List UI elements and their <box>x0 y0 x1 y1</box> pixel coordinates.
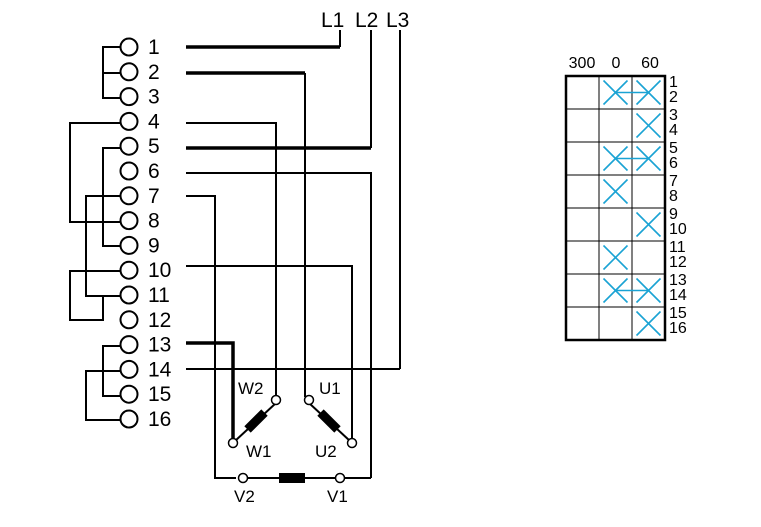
switch-row-label: 6 <box>669 155 678 172</box>
terminal-1-circle <box>119 37 139 57</box>
terminal-6-label: 6 <box>148 160 160 183</box>
winding-label-w2: W2 <box>238 379 264 398</box>
terminal-5-circle <box>119 136 139 156</box>
switch-row-label: 16 <box>669 320 687 337</box>
switch-table-cell <box>631 240 666 275</box>
switch-row-label: 1 <box>669 74 678 91</box>
terminal-14-label: 14 <box>148 358 172 381</box>
switch-row-label: 12 <box>669 254 687 271</box>
terminal-14-circle <box>119 359 139 379</box>
supply-wires <box>339 30 401 369</box>
winding-terminal-v1 <box>334 472 346 484</box>
switch-row-label: 9 <box>669 206 678 223</box>
terminal-3-label: 3 <box>148 86 160 109</box>
switch-row-label: 15 <box>669 305 687 322</box>
winding-label-u2: U2 <box>315 442 337 461</box>
terminal-12-circle <box>119 310 139 330</box>
terminal-2-circle <box>119 62 139 82</box>
switch-row-label: 3 <box>669 107 678 124</box>
terminal-16-circle <box>119 409 139 429</box>
winding-terminal-u2 <box>346 437 358 449</box>
switch-row-label: 7 <box>669 173 678 190</box>
switch-position-label: 0 <box>612 55 621 72</box>
switch-table-cell <box>598 108 633 143</box>
switch-row-label: 14 <box>669 287 687 304</box>
switch-row-label: 2 <box>669 89 678 106</box>
contact-closed-mark <box>635 112 662 139</box>
main-wiring <box>186 45 400 479</box>
terminal-3-circle <box>119 87 139 107</box>
switch-table-cell <box>598 207 633 242</box>
terminal-4-label: 4 <box>148 110 160 133</box>
terminal-2-label: 2 <box>148 61 160 84</box>
contact-closed-mark <box>635 310 662 337</box>
switch-position-label: 60 <box>641 55 659 72</box>
terminal-9-circle <box>119 235 139 255</box>
contact-closed-mark <box>635 211 662 238</box>
switch-row-label: 5 <box>669 140 678 157</box>
terminal-1-label: 1 <box>148 36 160 59</box>
line-labels: L1 L2 L3 <box>321 9 409 32</box>
switch-table-cell <box>598 306 633 341</box>
line-label-l2: L2 <box>355 9 378 32</box>
terminal-12-label: 12 <box>148 309 171 332</box>
switch-row-label: 4 <box>669 122 678 139</box>
terminal-10-circle <box>119 260 139 280</box>
terminal-8-circle <box>119 211 139 231</box>
terminal-11-circle <box>119 285 139 305</box>
terminal-6-circle <box>119 161 139 181</box>
motor-windings: W2 U1 W1 U2 V2 V1 <box>227 379 358 506</box>
terminal-5-label: 5 <box>148 135 160 158</box>
switch-table-cell <box>565 141 600 176</box>
terminal-11-label: 11 <box>148 284 170 307</box>
terminal-10-label: 10 <box>148 259 171 282</box>
winding-terminal-w1 <box>227 437 239 449</box>
winding-label-u1: U1 <box>319 379 341 398</box>
winding-label-v2: V2 <box>234 487 255 506</box>
terminal-9-label: 9 <box>148 234 160 257</box>
terminal-8-label: 8 <box>148 210 160 233</box>
winding-terminal-u1 <box>303 394 315 406</box>
line-label-l1: L1 <box>321 9 344 32</box>
switch-table-cell <box>565 273 600 308</box>
terminal-7-label: 7 <box>148 185 160 208</box>
line-label-l3: L3 <box>386 9 409 32</box>
switch-table-cell <box>565 108 600 143</box>
switch-table-border <box>564 74 667 342</box>
switch-table-cell <box>565 207 600 242</box>
switch-row-label: 10 <box>669 221 687 238</box>
switch-table-cell <box>565 240 600 275</box>
terminal-13-label: 13 <box>148 334 171 357</box>
terminal-16-label: 16 <box>148 408 171 431</box>
terminal-jumpers <box>69 46 120 421</box>
switch-row-label: 11 <box>669 239 686 256</box>
winding-terminal-w2 <box>270 394 282 406</box>
switch-row-label: 13 <box>669 272 687 289</box>
terminal-15-circle <box>119 384 139 404</box>
terminal-7-circle <box>119 186 139 206</box>
winding-terminal-v2 <box>237 472 249 484</box>
terminal-13-circle <box>119 335 139 355</box>
contact-closed-mark <box>602 178 629 205</box>
switch-table-cell <box>565 174 600 209</box>
terminal-4-circle <box>119 111 139 131</box>
switch-row-label: 8 <box>669 188 678 205</box>
winding-label-v1: V1 <box>327 487 348 506</box>
terminal-15-label: 15 <box>148 383 171 406</box>
winding-label-w1: W1 <box>246 442 272 461</box>
switch-position-label: 300 <box>569 55 596 72</box>
contact-closed-mark <box>602 244 629 271</box>
switch-table-cell <box>631 174 666 209</box>
switch-table-cell <box>565 306 600 341</box>
switch-table-cell <box>565 75 600 110</box>
